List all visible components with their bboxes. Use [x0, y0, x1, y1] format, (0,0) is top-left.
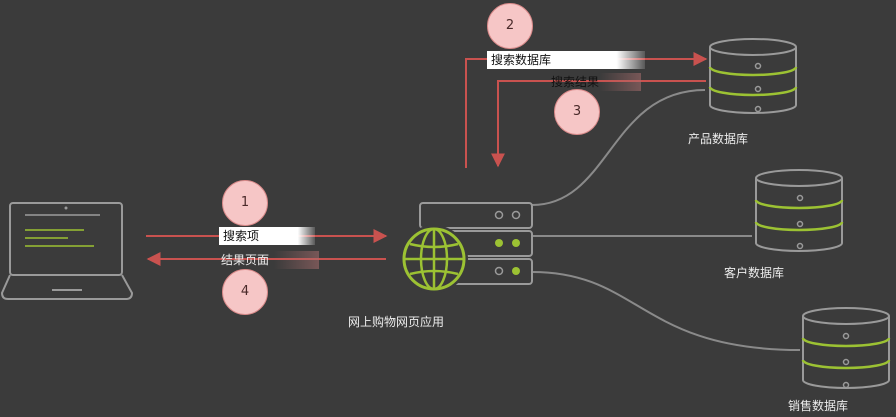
step-badge-2: 2: [487, 3, 533, 49]
link-sales-db: [531, 271, 801, 351]
step-badge-3: 3: [554, 89, 600, 135]
database-icon: [754, 169, 844, 252]
web-app-label: 网上购物网页应用: [348, 315, 445, 329]
sales-db-label: 销售数据库: [788, 399, 849, 413]
customer-db-label: 客户数据库: [724, 266, 785, 280]
globe-icon: [400, 225, 468, 293]
laptop-icon: [0, 202, 134, 300]
step-badge-1: 1: [222, 180, 268, 226]
result-page-label: 结果页面: [219, 251, 319, 269]
product-db-label: 产品数据库: [688, 132, 749, 146]
step-badge-4: 4: [222, 269, 268, 315]
link-product-db: [531, 89, 706, 206]
search-db-label: 搜索数据库: [487, 51, 645, 69]
database-icon: [708, 38, 798, 114]
search-term-label: 搜索项: [219, 227, 315, 245]
database-icon: [801, 307, 891, 389]
search-results-label: 搜索结果: [549, 73, 641, 91]
